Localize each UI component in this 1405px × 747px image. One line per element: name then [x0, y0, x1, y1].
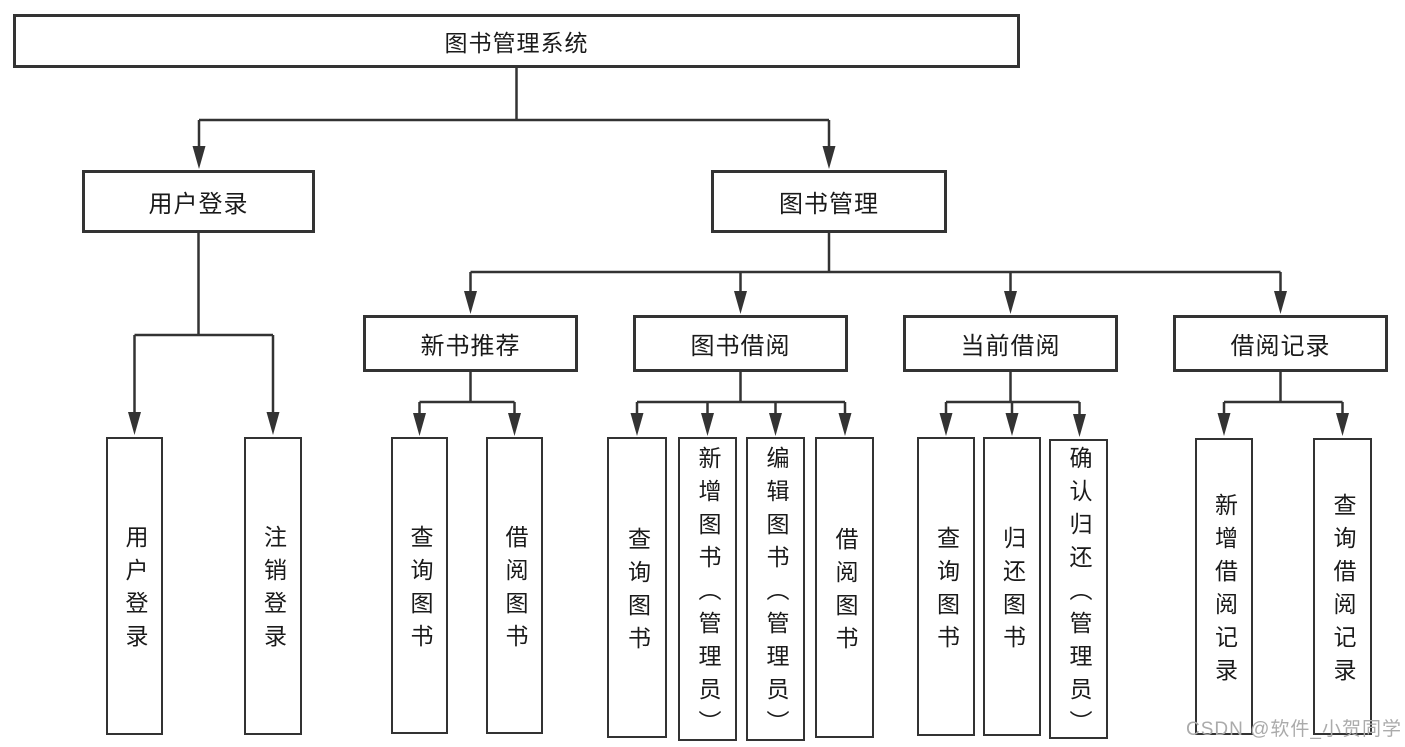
node-book-management-label: 图书管理 [779, 191, 879, 218]
leaf-query-book-borrow-label: 查询图书 [624, 526, 651, 659]
leaf-edit-book-admin-label: 编辑图书（管理员） [763, 445, 789, 743]
connector-new-book-recommend-branch [418, 372, 516, 417]
leaf-user-login-label: 用户登录 [122, 525, 148, 657]
leaf-borrow-book: 借阅图书 [815, 437, 874, 738]
leaf-return-book-label: 归还图书 [999, 525, 1026, 658]
node-current-borrow-label: 当前借阅 [960, 333, 1061, 360]
leaf-confirm-return-admin: 确认归还（管理员） [1049, 439, 1108, 743]
connector-user-login-branch [133, 233, 275, 416]
connector-book-management-branch [469, 233, 1282, 295]
node-book-management: 图书管理 [711, 170, 947, 233]
node-user-login-label: 用户登录 [148, 191, 249, 218]
leaf-add-borrow-record-label: 新增借阅记录 [1211, 492, 1238, 691]
node-user-login: 用户登录 [82, 170, 315, 233]
leaf-query-book-recommend: 查询图书 [391, 437, 448, 734]
connector-borrow-record-branch [1222, 372, 1344, 417]
node-book-borrow-label: 图书借阅 [690, 333, 791, 360]
leaf-query-book-current: 查询图书 [917, 437, 975, 736]
leaf-logout: 注销登录 [244, 437, 302, 735]
leaf-query-book-borrow: 查询图书 [607, 437, 667, 738]
leaf-borrow-book-recommend-label: 借阅图书 [502, 524, 528, 657]
node-new-book-recommend-label: 新书推荐 [420, 333, 521, 360]
leaf-borrow-book-label: 借阅图书 [832, 526, 858, 659]
leaf-add-book-admin: 新增图书（管理员） [678, 437, 737, 743]
leaf-user-login: 用户登录 [106, 437, 163, 735]
connector-current-borrow-branch [944, 372, 1081, 418]
node-root-label: 图书管理系统 [444, 30, 589, 56]
leaf-return-book: 归还图书 [983, 437, 1041, 736]
leaf-borrow-book-recommend: 借阅图书 [486, 437, 543, 734]
node-root: 图书管理系统 [13, 14, 1020, 68]
leaf-add-borrow-record: 新增借阅记录 [1195, 438, 1253, 735]
leaf-confirm-return-admin-label: 确认归还（管理员） [1066, 445, 1092, 743]
arrowhead-icons [128, 146, 1349, 437]
leaf-query-borrow-record-label: 查询借阅记录 [1330, 492, 1356, 691]
leaf-query-borrow-record: 查询借阅记录 [1313, 438, 1372, 735]
connector-root [197, 68, 831, 150]
node-current-borrow: 当前借阅 [903, 315, 1118, 372]
node-borrow-record: 借阅记录 [1173, 315, 1388, 372]
leaf-add-book-admin-label: 新增图书（管理员） [695, 445, 721, 743]
node-borrow-record-label: 借阅记录 [1230, 333, 1331, 360]
connector-book-borrow-branch [635, 372, 847, 417]
node-book-borrow: 图书借阅 [633, 315, 848, 372]
leaf-edit-book-admin: 编辑图书（管理员） [746, 437, 805, 743]
leaf-logout-label: 注销登录 [260, 525, 287, 657]
leaf-query-book-current-label: 查询图书 [933, 525, 960, 658]
node-new-book-recommend: 新书推荐 [363, 315, 578, 372]
leaf-query-book-recommend-label: 查询图书 [407, 524, 433, 657]
watermark: CSDN @软件_小贺同学 [1186, 719, 1402, 740]
